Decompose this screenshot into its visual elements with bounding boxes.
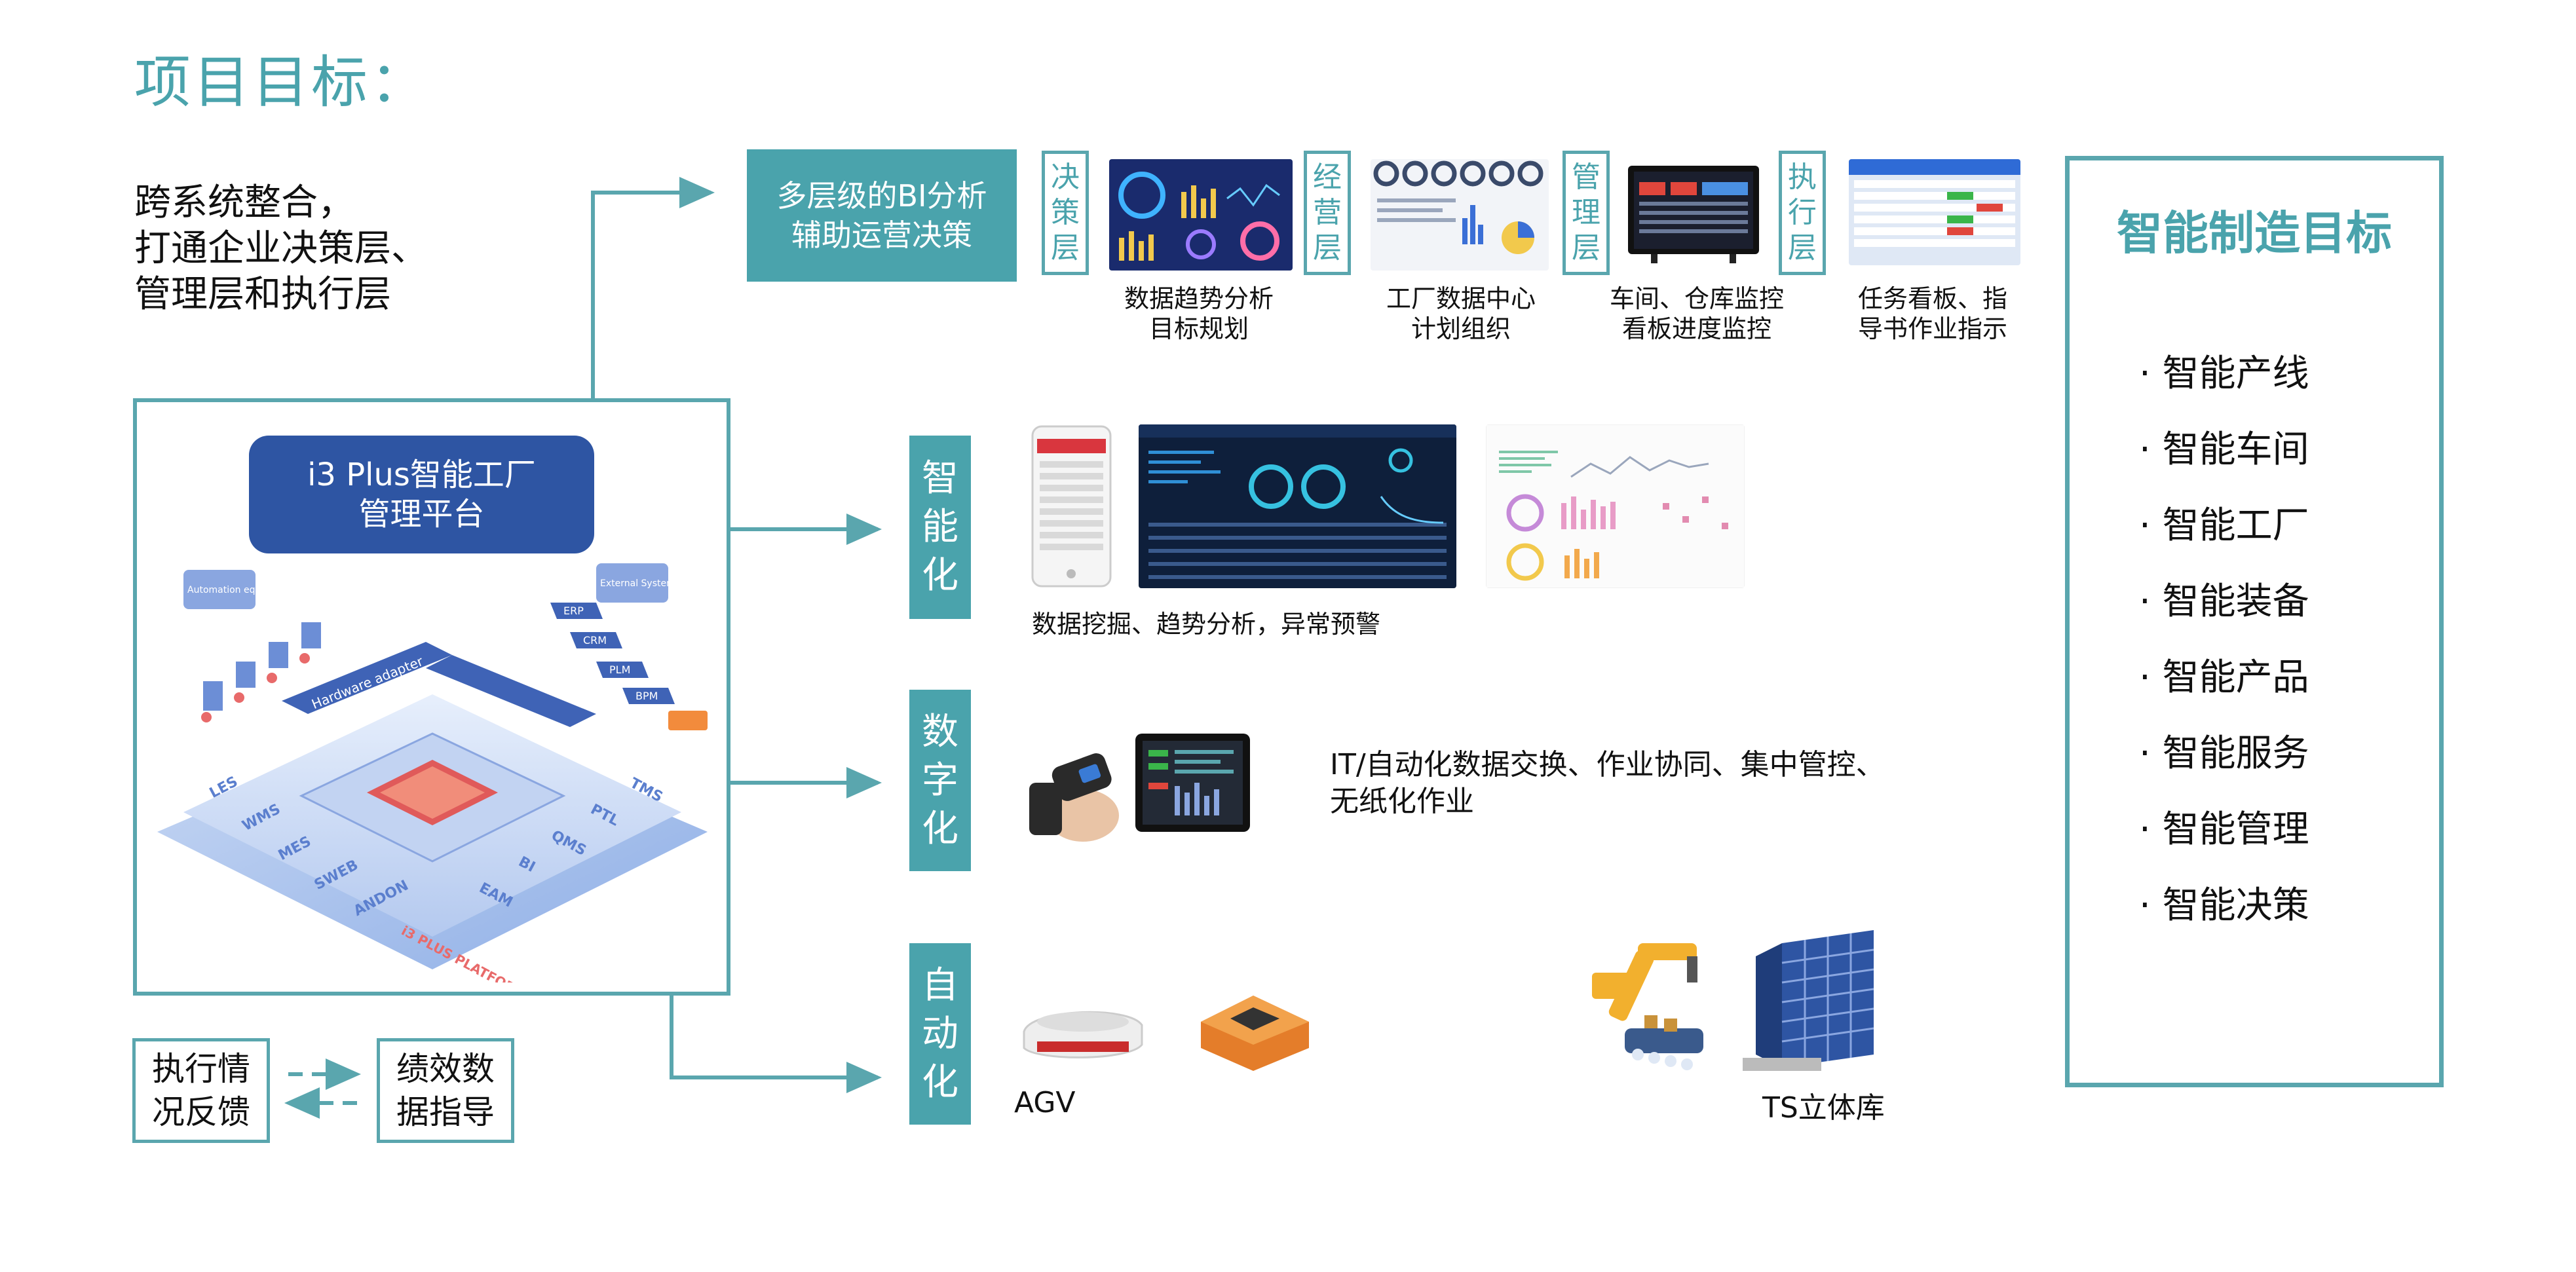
tab-intelligent: 智能化 <box>909 436 971 619</box>
task-board-thumbnail <box>1849 159 2020 265</box>
illustration-label: ERP <box>563 605 584 617</box>
layer-tag-management: 管理层 <box>1563 151 1610 275</box>
caption-line: 目标规划 <box>1148 314 1249 343</box>
illustration-label: External System <box>600 578 675 589</box>
caption-line: 任务看板、指 <box>1857 284 2007 313</box>
monitor-tv-thumbnail <box>1628 166 1759 263</box>
ts-warehouse-label: TS立体库 <box>1762 1091 1885 1125</box>
operation-dashboard-thumbnail <box>1371 159 1549 271</box>
feedback-line: 执行情 <box>152 1050 250 1088</box>
illustration-label: CRM <box>583 634 607 646</box>
arrow-to-automation <box>670 996 882 1093</box>
robot-arm-conveyor-icon <box>1592 943 1703 1070</box>
intro-line: 打通企业决策层、 <box>134 227 428 270</box>
intelligent-caption: 数据挖掘、趋势分析，异常预警 <box>1032 610 1381 639</box>
agv-robot-icon <box>1023 1011 1143 1058</box>
illustration-label: Automation equipment <box>187 585 294 595</box>
industrial-tablet-icon <box>1135 734 1250 832</box>
layer-tag-execution: 执行层 <box>1779 151 1826 275</box>
platform-subname: 管理平台 <box>358 496 485 533</box>
layer-tag-operation: 经营层 <box>1304 151 1351 275</box>
analysis-dashboard-thumbnail <box>1139 424 1456 588</box>
goal-item: · 智能服务 <box>2139 732 2309 775</box>
caption-line: 数据趋势分析 <box>1124 284 1274 313</box>
goal-item: · 智能管理 <box>2139 808 2309 851</box>
caption-line: 工厂数据中心 <box>1386 284 1536 313</box>
caption-line: 无纸化作业 <box>1330 785 1474 818</box>
tab-digital: 数字化 <box>909 690 971 871</box>
caption-line: IT/自动化数据交换、作业协同、集中管控、 <box>1330 748 1885 781</box>
intro-text: 跨系统整合， 打通企业决策层、 管理层和执行层 <box>134 180 428 318</box>
digital-caption: IT/自动化数据交换、作业协同、集中管控、 无纸化作业 <box>1330 747 1885 820</box>
report-charts-thumbnail <box>1486 424 1745 588</box>
goals-title: 智能制造目标 <box>2117 206 2392 260</box>
tab-automation: 自动化 <box>909 943 971 1125</box>
layer-tag-decision: 决策层 <box>1042 151 1089 275</box>
platform-box <box>133 398 730 996</box>
feedback-line: 据指导 <box>396 1093 495 1131</box>
goal-item: · 智能决策 <box>2139 884 2309 927</box>
goal-item: · 智能车间 <box>2139 428 2309 471</box>
caption-line: 车间、仓库监控 <box>1609 284 1784 313</box>
management-caption: 车间、仓库监控 看板进度监控 <box>1599 284 1795 344</box>
intro-line: 跨系统整合， <box>134 181 354 224</box>
goals-panel <box>2065 156 2444 1087</box>
operation-caption: 工厂数据中心 计划组织 <box>1363 284 1559 344</box>
illustration-label: BPM <box>635 690 658 702</box>
bi-line: 多层级的BI分析 <box>776 178 987 214</box>
platform-illustration: Hardware adapter Software adapter Automa… <box>157 563 708 982</box>
mobile-app-thumbnail <box>1031 425 1112 588</box>
arrow-to-bi <box>591 177 715 398</box>
caption-line: 计划组织 <box>1411 314 1511 343</box>
decision-caption: 数据趋势分析 目标规划 <box>1101 284 1297 344</box>
storage-warehouse-icon <box>1743 930 1874 1071</box>
goal-item: · 智能装备 <box>2139 580 2309 623</box>
caption-line: 导书作业指示 <box>1857 314 2007 343</box>
execution-caption: 任务看板、指 导书作业指示 <box>1834 284 2031 344</box>
goal-item: · 智能产品 <box>2139 656 2309 699</box>
handheld-scanner-icon <box>1029 753 1119 842</box>
agv-label: AGV <box>1014 1086 1076 1119</box>
bi-analysis-box: 多层级的BI分析 辅助运营决策 <box>747 149 1017 282</box>
platform-name: i3 Plus智能工厂 <box>307 457 536 493</box>
goal-item: · 智能产线 <box>2139 352 2309 395</box>
bi-line: 辅助运营决策 <box>791 217 972 253</box>
caption-line: 看板进度监控 <box>1621 314 1771 343</box>
platform-badge: i3 Plus智能工厂 管理平台 <box>249 436 594 553</box>
feedback-line: 况反馈 <box>152 1093 250 1131</box>
page-title: 项目目标： <box>134 50 429 115</box>
decision-dashboard-thumbnail <box>1109 159 1293 271</box>
goal-item: · 智能工厂 <box>2139 504 2309 547</box>
execution-feedback-box: 执行情 况反馈 <box>132 1038 270 1143</box>
intro-line: 管理层和执行层 <box>134 273 391 316</box>
feedback-line: 绩效数 <box>396 1050 495 1088</box>
illustration-label: PLM <box>609 664 630 676</box>
agv-orange-robot-icon <box>1201 996 1309 1071</box>
performance-guidance-box: 绩效数 据指导 <box>377 1038 514 1143</box>
